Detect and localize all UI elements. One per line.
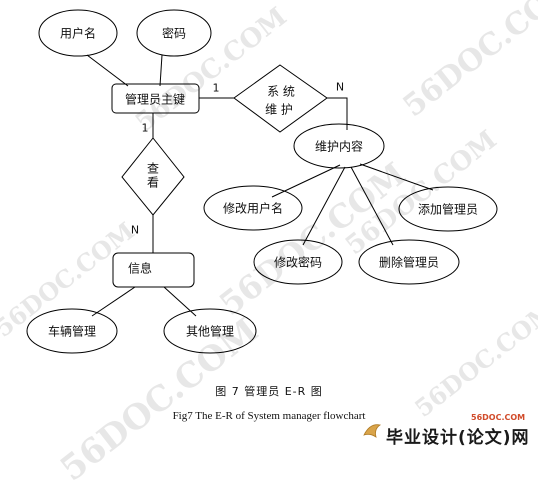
entity-info-label: 信息 [127, 261, 153, 276]
connector-content-add-admin [359, 163, 434, 191]
attr-modify-password-label: 修改密码 [273, 255, 323, 270]
rel-system-maintain-diamond [233, 64, 328, 133]
attr-maintain-content-ellipse [293, 123, 385, 169]
figure-caption-chinese: 图 7 管理员 E-R 图 [215, 385, 323, 398]
attr-other-ellipse [163, 308, 257, 354]
attr-vehicle-label: 车辆管理 [47, 324, 97, 339]
card-view-top: 1 [141, 121, 149, 135]
card-maintain-left: 1 [212, 81, 220, 95]
rel-view-diamond [121, 137, 185, 216]
connector-password [159, 54, 163, 87]
card-view-bottom: N [130, 223, 140, 237]
attr-add-admin-ellipse [398, 186, 498, 232]
connector-content-modify-username [271, 164, 341, 198]
attr-password-ellipse [136, 9, 212, 57]
connector-info-vehicle [91, 286, 136, 317]
attr-delete-admin-label: 删除管理员 [378, 255, 440, 270]
rel-system-maintain-label-2: 维 护 [265, 102, 293, 117]
attr-password-label: 密码 [161, 26, 187, 41]
attr-modify-username-label: 修改用户名 [222, 201, 284, 216]
attr-vehicle-ellipse [26, 308, 118, 354]
connector-maintain-content [327, 97, 348, 130]
figure-caption-english: Fig7 The E-R of System manager flowchart [172, 410, 366, 422]
attr-other-label: 其他管理 [185, 324, 235, 339]
attr-modify-username-ellipse [203, 185, 303, 231]
connector-content-delete-admin [350, 166, 394, 246]
site-logo-text: 毕业设计(论文)网 [386, 428, 530, 448]
attr-username-ellipse [38, 9, 118, 57]
connector-username [86, 54, 129, 87]
attr-delete-admin-ellipse [358, 239, 460, 285]
attr-add-admin-label: 添加管理员 [417, 202, 479, 217]
rel-view-label: 查看 [145, 162, 160, 190]
attr-modify-password-ellipse [253, 239, 343, 285]
rel-system-maintain-label-1: 系 统 [267, 84, 295, 99]
attr-maintain-content-label: 维护内容 [314, 139, 364, 154]
er-diagram [26, 9, 498, 354]
connector-content-modify-password [302, 166, 346, 246]
card-maintain-right: N [335, 80, 345, 94]
site-logo-domain: 56DOC.COM [471, 413, 526, 422]
entity-admin-key-box [111, 83, 200, 114]
entity-info-box [112, 252, 195, 288]
site-logo-icon [363, 424, 382, 438]
attr-username-label: 用户名 [59, 26, 97, 41]
connector-info-other [163, 286, 197, 317]
entity-admin-key-label: 管理员主键 [124, 92, 186, 107]
